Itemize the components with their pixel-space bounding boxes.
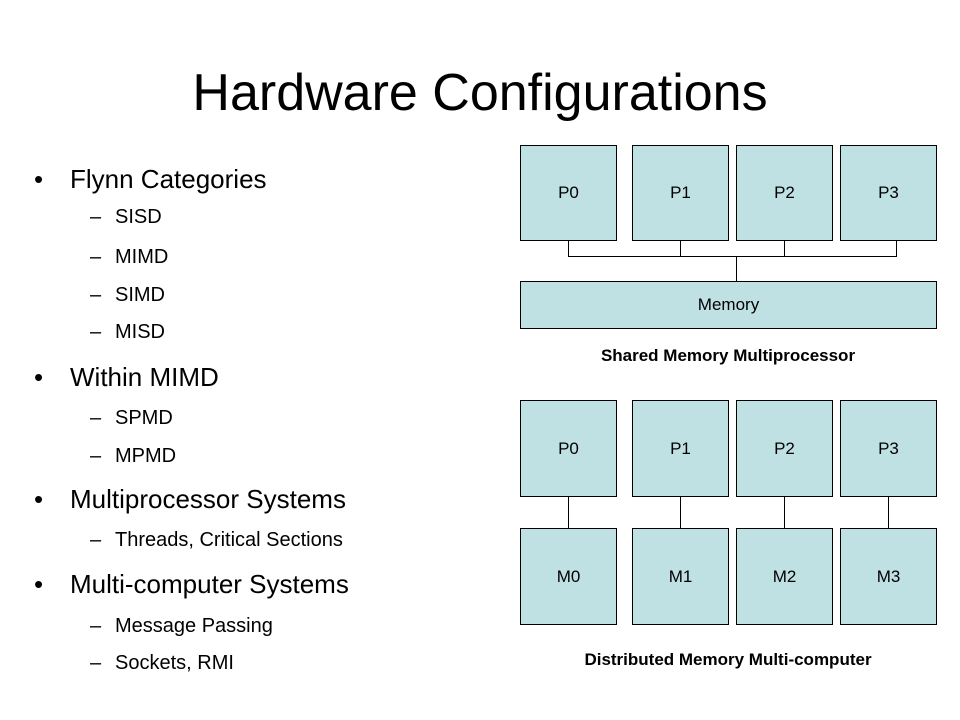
sub-bullet: –MISD [90,321,165,343]
memory-box: M2 [736,528,833,625]
connector [784,496,785,529]
sub-bullet: –Sockets, RMI [90,652,234,674]
connector [888,496,889,529]
connector [568,496,569,529]
sub-bullet: –MPMD [90,445,177,467]
connector [784,240,785,257]
memory-box: M1 [632,528,729,625]
bullet: •Flynn Categories [34,164,267,194]
distributed-memory-caption: Distributed Memory Multi-computer [584,650,872,669]
connector [680,496,681,529]
connector [736,256,737,281]
connector [896,240,897,257]
sub-bullet: –SPMD [90,407,173,429]
bus-line [568,256,897,257]
slide-title: Hardware Configurations [192,64,768,122]
sub-bullet: –MIMD [90,246,169,268]
processor-box: P0 [520,400,617,497]
sub-bullet: –Threads, Critical Sections [90,529,343,551]
bullet: •Multi-computer Systems [34,569,349,599]
memory-box: M3 [840,528,937,625]
processor-box: P2 [736,145,833,241]
memory-box: Memory [520,281,937,329]
sub-bullet: –SISD [90,206,162,228]
sub-bullet: –SIMD [90,284,165,306]
sub-bullet: –Message Passing [90,615,273,637]
processor-box: P0 [520,145,617,241]
bullet: •Multiprocessor Systems [34,484,346,514]
shared-memory-caption: Shared Memory Multiprocessor [600,346,856,365]
connector [568,240,569,257]
processor-box: P1 [632,400,729,497]
processor-box: P2 [736,400,833,497]
processor-box: P3 [840,145,937,241]
connector [680,240,681,257]
processor-box: P3 [840,400,937,497]
bullet: •Within MIMD [34,362,219,392]
memory-box: M0 [520,528,617,625]
processor-box: P1 [632,145,729,241]
